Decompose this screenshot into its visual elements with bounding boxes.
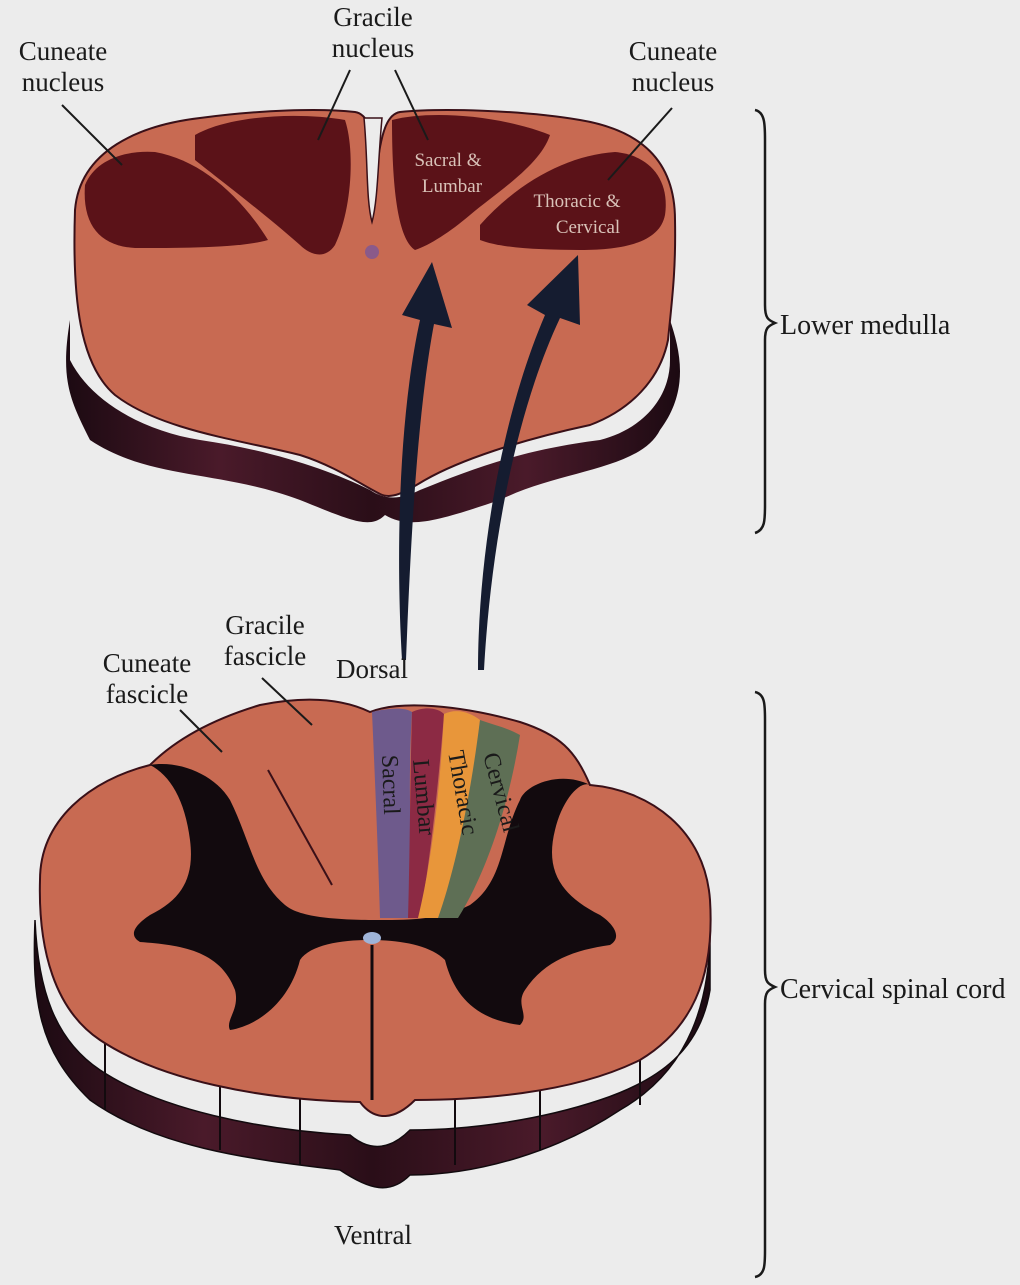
label-line: fascicle [210, 643, 320, 670]
leader-cuneate-left [62, 105, 122, 165]
label-cuneate-nucleus-right: Cuneate nucleus [618, 38, 728, 96]
label-ventral: Ventral [318, 1222, 428, 1249]
cervical-spinal-cord: Sacral Lumbar Thoracic Cervical [34, 678, 710, 1188]
label-line: Gracile [210, 612, 320, 639]
label-line: nucleus [318, 35, 428, 62]
label-cuneate-nucleus-left: Cuneate nucleus [8, 38, 118, 96]
label-cuneate-fascicle: Cuneate fascicle [92, 650, 202, 708]
label-gracile-fascicle: Gracile fascicle [210, 612, 320, 670]
label-line: Cuneate [92, 650, 202, 677]
segment-label-sacral: Sacral [376, 754, 404, 815]
brackets [755, 110, 775, 1277]
label-lower-medulla: Lower medulla [780, 310, 950, 342]
label-line: Gracile [318, 4, 428, 31]
bracket-lower-medulla [755, 110, 775, 533]
sacral-lumbar-line1: Sacral & [414, 150, 481, 171]
thoracic-cervical-line2: Cervical [556, 217, 620, 238]
lower-medulla: Sacral & Lumbar Thoracic & Cervical [62, 70, 680, 522]
label-dorsal: Dorsal [322, 656, 422, 683]
bracket-cervical-cord [755, 692, 775, 1277]
thoracic-cervical-line1: Thoracic & [533, 191, 620, 212]
label-line: nucleus [8, 69, 118, 96]
sacral-lumbar-line2: Lumbar [422, 176, 483, 197]
label-line: nucleus [618, 69, 728, 96]
label-line: Cuneate [618, 38, 728, 65]
label-cervical-spinal-cord: Cervical spinal cord [780, 974, 1005, 1006]
cord-central-canal [363, 932, 381, 944]
label-line: fascicle [92, 681, 202, 708]
medulla-central-canal [365, 245, 379, 259]
label-gracile-nucleus: Gracile nucleus [318, 4, 428, 62]
label-line: Cuneate [8, 38, 118, 65]
